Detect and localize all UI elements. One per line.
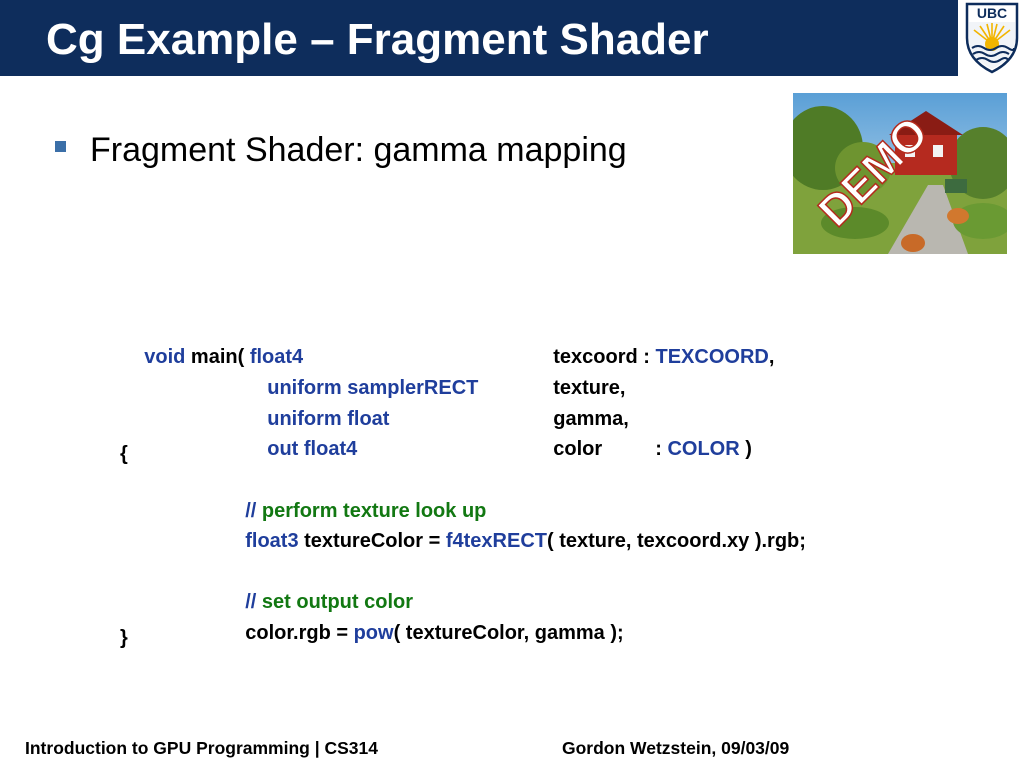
code-comment: set output color [261,591,414,613]
code-keyword: out float4 [267,438,358,460]
code-text: texcoord : [553,346,656,368]
code-line-3-param: gamma, [531,380,629,458]
bullet-marker [55,141,66,152]
code-line-6: float3 textureColor = f4texRECT( texture… [223,502,806,580]
code-open-brace: { [120,443,128,465]
code-keyword: float3 [245,530,299,552]
code-keyword: TEXCOORD [655,346,769,368]
code-keyword: void [144,346,186,368]
code-line-8: color.rgb = pow( textureColor, gamma ); [223,594,624,672]
code-text: gamma, [553,408,629,430]
title-band: Cg Example – Fragment Shader [0,0,958,76]
code-line-2: uniform samplerRECT [245,349,478,427]
ubc-crest-icon [965,2,1019,74]
code-text: color [553,438,603,460]
footer-author-date: Gordon Wetzstein, 09/03/09 [562,738,790,758]
code-text: ( texture, texcoord.xy ).rgb; [546,530,806,552]
code-text: : [655,438,668,460]
ubc-logo: UBC [964,2,1020,74]
title-bar: Cg Example – Fragment Shader UBC [0,0,1024,78]
code-line-3: uniform float [245,380,389,458]
code-line-4-param: color [531,410,602,488]
code-line-1-param: texcoord : TEXCOORD, [531,318,774,396]
code-keyword: COLOR [667,438,740,460]
code-text: textureColor = [298,530,446,552]
code-comment-marker: // [245,500,262,522]
code-line-2-param: texture, [531,349,625,427]
code-text: color.rgb = [245,622,354,644]
code-text: , [768,346,775,368]
code-comment: perform texture look up [261,500,487,522]
code-keyword: uniform samplerRECT [267,377,479,399]
code-line-1: void main( float4 [122,318,303,396]
logo-text: UBC [976,5,1008,21]
code-text: ) [739,438,752,460]
slide-title: Cg Example – Fragment Shader [46,15,709,64]
code-text: main( [185,346,250,368]
code-line-7: // set output color [223,563,413,641]
code-line-4: out float4 [245,410,357,488]
code-line-4-semantic: : COLOR ) [633,410,752,488]
code-keyword: float4 [249,346,304,368]
garden-photo: DEMO [793,93,1007,254]
code-keyword: f4texRECT [445,530,547,552]
footer-course: Introduction to GPU Programming | CS314 [25,738,378,758]
code-keyword: uniform float [267,408,390,430]
code-text: ( textureColor, gamma ); [393,622,624,644]
code-close-brace: } [120,627,128,649]
code-line-5: // perform texture look up [223,472,486,550]
code-keyword: pow [353,622,394,644]
demo-image[interactable]: DEMO [793,93,1007,254]
bullet-text: Fragment Shader: gamma mapping [90,131,627,169]
code-comment-marker: // [245,591,262,613]
code-text: texture, [553,377,626,399]
